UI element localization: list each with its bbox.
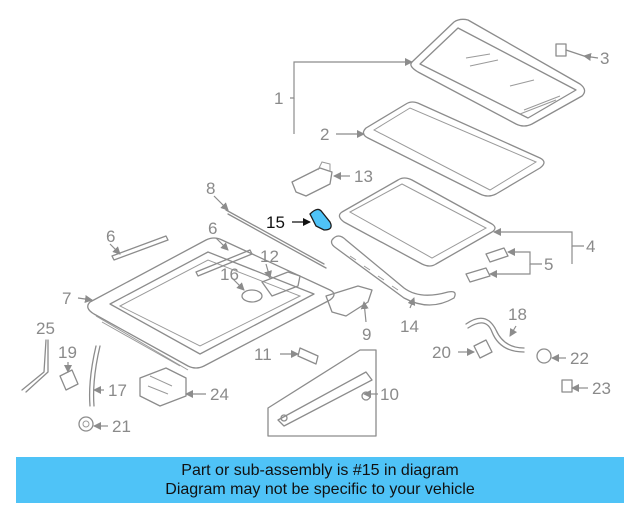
part-motor-24 — [139, 367, 187, 407]
part-bolt-3 — [555, 43, 585, 57]
banner-line-1: Part or sub-assembly is #15 in diagram — [181, 462, 459, 479]
callout-22: 22 — [570, 349, 589, 368]
callout-9: 9 — [362, 325, 371, 344]
part-hose-18 — [465, 317, 525, 353]
callout-4: 4 — [586, 237, 595, 256]
part-valve-22 — [536, 348, 552, 364]
part-grommet-21 — [78, 416, 94, 432]
part-clip-19 — [59, 369, 79, 391]
callout-19: 19 — [58, 343, 77, 362]
callout-24: 24 — [210, 385, 229, 404]
part-bracket-13 — [291, 161, 333, 197]
part-15-highlighted — [309, 208, 332, 231]
part-screw-23 — [561, 379, 573, 393]
banner-line-2: Diagram may not be specific to your vehi… — [165, 481, 475, 498]
callout-11: 11 — [254, 345, 272, 364]
callout-12: 12 — [260, 247, 279, 266]
part-rail-6a — [111, 235, 169, 261]
part-bracket-12 — [261, 271, 301, 297]
part-frame — [87, 237, 335, 371]
callout-7: 7 — [62, 289, 71, 308]
callout-5: 5 — [544, 255, 553, 274]
part-hose-25 — [21, 339, 49, 393]
callout-23: 23 — [592, 379, 611, 398]
callout-13: 13 — [354, 167, 373, 186]
part-hose-17 — [88, 345, 101, 407]
part-glass-seal — [362, 101, 545, 197]
callout-14: 14 — [400, 317, 419, 336]
callout-17: 17 — [108, 381, 127, 400]
callout-labels: 1 2 3 4 5 6 6 7 8 9 10 11 12 13 14 15 16… — [36, 49, 611, 436]
part-deflector-10 — [267, 349, 377, 437]
callout-16: 16 — [220, 265, 239, 284]
callout-20: 20 — [432, 343, 451, 362]
callout-18: 18 — [508, 305, 527, 324]
part-clip-16 — [241, 289, 263, 303]
callout-6b: 6 — [208, 219, 217, 238]
callout-6a: 6 — [106, 227, 115, 246]
part-clip-20 — [473, 339, 493, 359]
callout-8: 8 — [206, 179, 215, 198]
callout-10: 10 — [380, 385, 399, 404]
info-banner: Part or sub-assembly is #15 in diagram D… — [16, 457, 624, 503]
part-sunshade — [338, 177, 496, 267]
callout-21: 21 — [112, 417, 131, 436]
part-cable-8 — [225, 209, 327, 269]
callout-2: 2 — [320, 125, 329, 144]
part-clips-5 — [465, 247, 509, 283]
part-deflector-14 — [330, 235, 456, 306]
callout-3: 3 — [600, 49, 609, 68]
part-bolt-11 — [297, 347, 319, 365]
callout-15: 15 — [266, 213, 285, 232]
leader-lines — [64, 53, 599, 430]
part-rail-6b — [195, 249, 253, 277]
part-glass-panel — [410, 18, 586, 127]
callout-1: 1 — [274, 89, 283, 108]
parts-diagram: 1 2 3 4 5 6 6 7 8 9 10 11 12 13 14 15 16… — [21, 18, 611, 437]
callout-25: 25 — [36, 319, 55, 338]
